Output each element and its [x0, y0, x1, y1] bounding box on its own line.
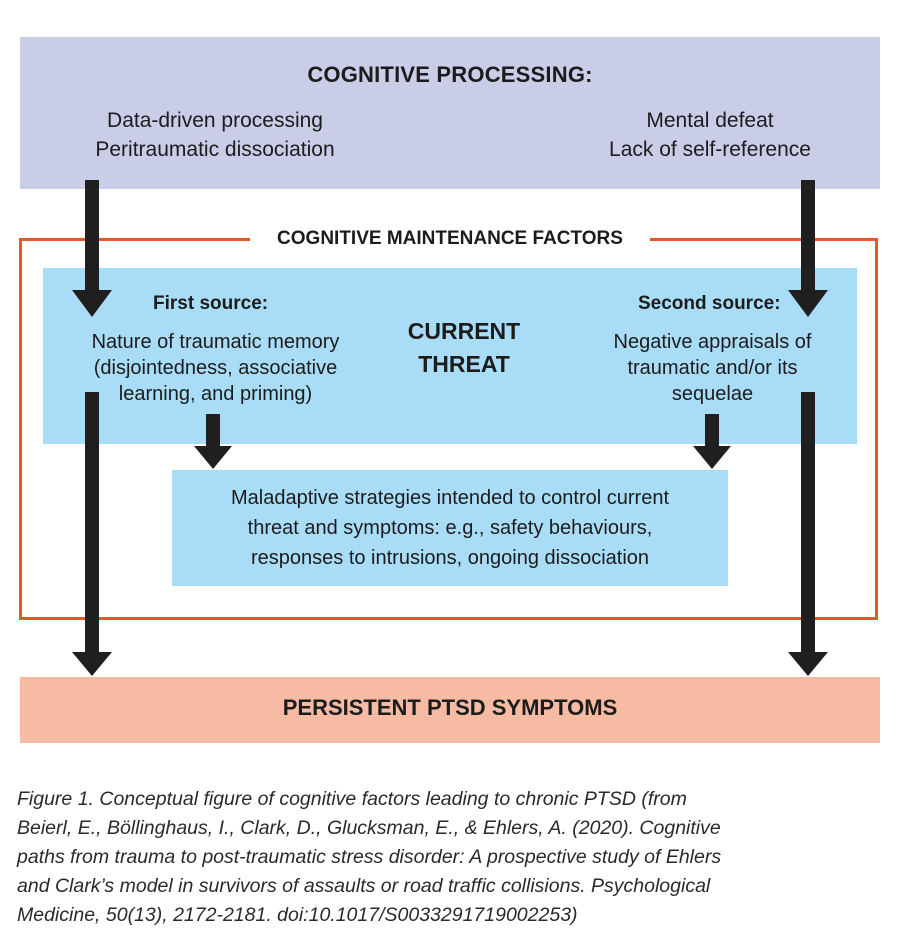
figure-caption: Figure 1. Conceptual figure of cognitive…	[17, 785, 887, 930]
second-source-line: sequelae	[671, 383, 754, 405]
maladaptive-line: responses to intrusions, ongoing dissoci…	[250, 547, 650, 569]
processing-item: Mental defeat	[646, 109, 774, 132]
processing-item: Peritraumatic dissociation	[95, 138, 335, 161]
second-source-line: Negative appraisals of	[613, 331, 812, 353]
current-threat-box	[43, 268, 857, 444]
processing-item: Lack of self-reference	[609, 138, 811, 161]
maladaptive-strategies-box	[172, 470, 728, 586]
maintenance-factors-title: COGNITIVE MAINTENANCE FACTORS	[250, 226, 650, 252]
current-threat-label: CURRENT THREAT	[380, 315, 548, 381]
maladaptive-line: Maladaptive strategies intended to contr…	[230, 487, 670, 509]
maladaptive-strategies-text: Maladaptive strategies intended to contr…	[172, 483, 728, 573]
cognitive-processing-box	[20, 37, 880, 189]
first-source-line: (disjointedness, associative	[93, 357, 338, 379]
maladaptive-line: threat and symptoms: e.g., safety behavi…	[247, 517, 653, 539]
caption-line: Figure 1. Conceptual figure of cognitive…	[17, 788, 687, 810]
processing-item: Data-driven processing	[107, 109, 323, 132]
caption-line: Medicine, 50(13), 2172-2181. doi:10.1017…	[17, 904, 578, 926]
second-source-text: Negative appraisals of traumatic and/or …	[590, 329, 835, 407]
current-threat-line: CURRENT	[407, 318, 521, 344]
ptsd-symptoms-box	[20, 677, 880, 743]
caption-line: and Clark’s model in survivors of assaul…	[17, 875, 711, 897]
second-source-heading: Second source:	[638, 293, 781, 314]
first-source-text: Nature of traumatic memory (disjointedne…	[63, 329, 368, 407]
processing-left-list: Data-driven processing Peritraumatic dis…	[50, 106, 380, 164]
caption-line: paths from trauma to post-traumatic stre…	[17, 846, 722, 868]
first-source-line: Nature of traumatic memory	[91, 331, 340, 353]
first-source-heading: First source:	[153, 293, 269, 314]
processing-right-list: Mental defeat Lack of self-reference	[560, 106, 860, 164]
first-source-line: learning, and priming)	[118, 383, 313, 405]
current-threat-line: THREAT	[418, 351, 510, 377]
second-source-line: traumatic and/or its	[627, 357, 798, 379]
cognitive-processing-title: COGNITIVE PROCESSING:	[307, 62, 593, 87]
caption-line: Beierl, E., Böllinghaus, I., Clark, D., …	[17, 817, 721, 839]
ptsd-symptoms-label: PERSISTENT PTSD SYMPTOMS	[282, 695, 618, 720]
